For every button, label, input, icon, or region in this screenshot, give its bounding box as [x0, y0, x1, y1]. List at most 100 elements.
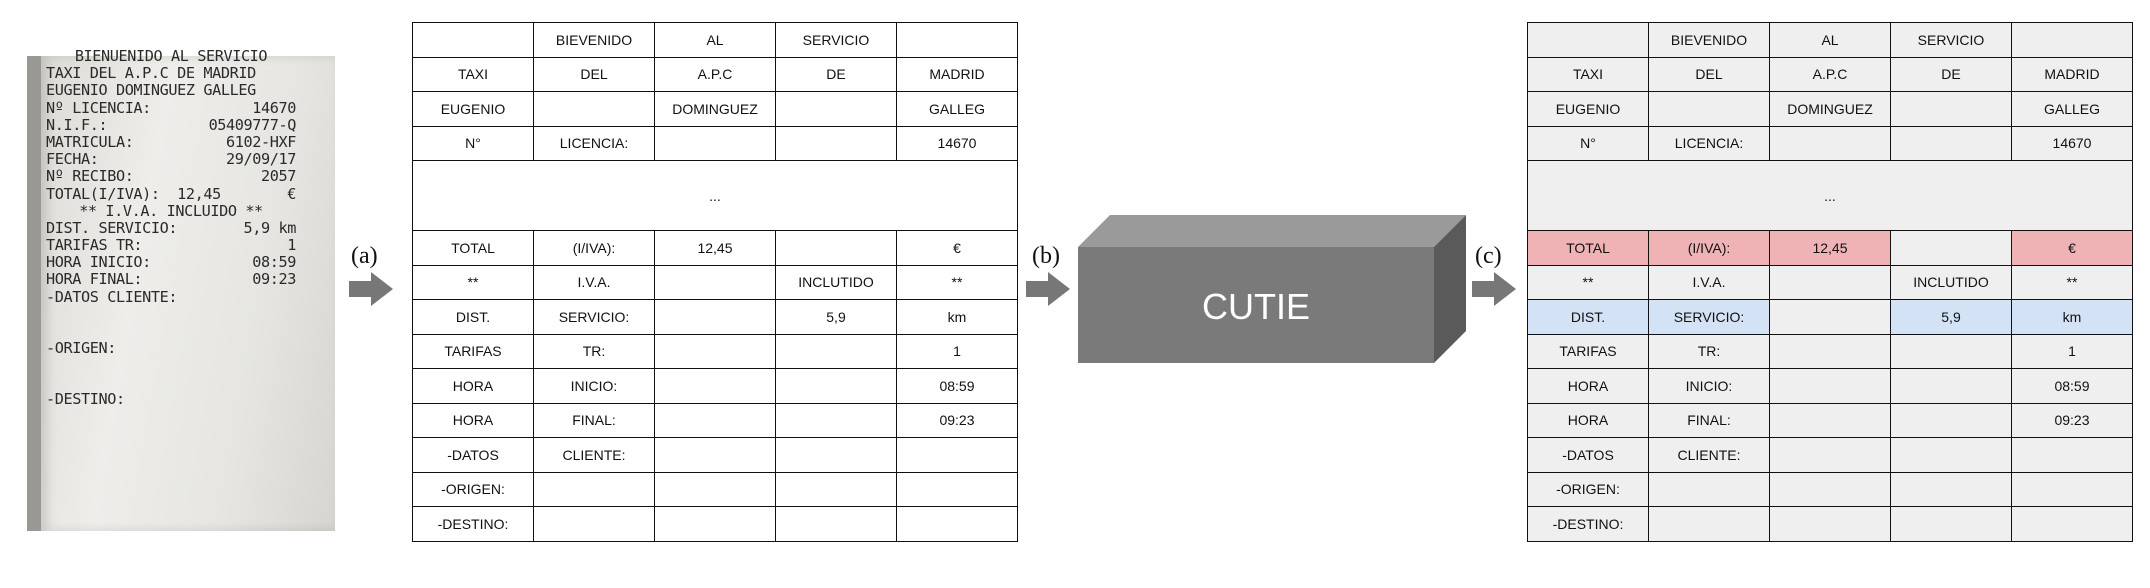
grid-cell	[1769, 333, 1891, 369]
grid-cell: FINAL:	[1648, 402, 1770, 438]
grid-cell	[1890, 471, 2012, 507]
cutie-model-box	[1078, 215, 1466, 363]
receipt-line-left: EUGENIO DOMINGUEZ GALLEG	[46, 81, 256, 100]
grid-cell: **	[1527, 264, 1649, 300]
receipt-line-left: TAXI DEL A.P.C DE MADRID	[46, 64, 256, 83]
grid-ellipsis-cell: ...	[412, 160, 1018, 231]
grid-cell: A.P.C	[654, 56, 776, 92]
grid-cell: €	[896, 230, 1018, 266]
receipt-line-right: 29/09/17	[226, 150, 296, 169]
grid-cell: AL	[1769, 22, 1891, 58]
grid-cell	[1890, 125, 2012, 161]
grid-cell	[2011, 506, 2133, 542]
grid-cell: INCLUTIDO	[1890, 264, 2012, 300]
grid-cell: HORA	[1527, 368, 1649, 404]
receipt-line-right: 14670	[252, 98, 296, 117]
grid-cell: 14670	[896, 125, 1018, 161]
grid-cell	[1890, 506, 2012, 542]
grid-cell	[1890, 333, 2012, 369]
grid-cell	[1769, 506, 1891, 542]
grid-cell: 08:59	[896, 368, 1018, 404]
grid-cell: -DESTINO:	[412, 506, 534, 542]
grid-cell	[775, 506, 897, 542]
grid-row: N°LICENCIA:14670	[1527, 125, 2133, 161]
receipt-line: DIST. SERVICIO:5,9 km	[46, 218, 297, 237]
receipt-line-left: -ORIGEN:	[46, 338, 116, 357]
grid-ellipsis-cell: ...	[1527, 160, 2133, 231]
receipt-line: HORA FINAL:09:23	[46, 271, 296, 288]
receipt-line: ** I.V.A. INCLUIDO **	[46, 201, 296, 220]
receipt-line: -DESTINO:	[46, 390, 296, 408]
grid-cell: BIEVENIDO	[1648, 22, 1770, 58]
grid-row: -ORIGEN:	[412, 471, 1018, 507]
grid-row: ...	[412, 160, 1018, 231]
grid-cell	[896, 471, 1018, 507]
grid-cell: A.P.C	[1769, 56, 1891, 92]
receipt-line-left: ** I.V.A. INCLUIDO **	[79, 201, 263, 220]
grid-cell	[775, 125, 897, 161]
grid-cell	[1527, 22, 1649, 58]
grid-cell: EUGENIO	[412, 91, 534, 127]
grid-cell: BIEVENIDO	[533, 22, 655, 58]
grid-cell: 1	[896, 333, 1018, 369]
grid-row: **I.V.A.INCLUTIDO**	[1527, 264, 2133, 300]
cutie-model-label: CUTIE	[1202, 286, 1310, 327]
grid-cell	[896, 437, 1018, 473]
grid-cell: MADRID	[2011, 56, 2133, 92]
receipt-line: EUGENIO DOMINGUEZ GALLEG	[46, 82, 296, 99]
grid-cell: -ORIGEN:	[1527, 471, 1649, 507]
grid-cell	[775, 368, 897, 404]
grid-row: -DESTINO:	[1527, 506, 2133, 542]
grid-cell: DEL	[1648, 56, 1770, 92]
grid-cell: 5,9	[1890, 299, 2012, 335]
grid-cell: GALLEG	[896, 91, 1018, 127]
grid-cell: DIST.	[1527, 299, 1649, 335]
grid-cell	[654, 368, 776, 404]
grid-cell: TAXI	[412, 56, 534, 92]
grid-cell: LICENCIA:	[1648, 125, 1770, 161]
receipt-line: N.I.F.:05409777-Q	[46, 115, 296, 134]
receipt-line-right: 2057	[261, 167, 296, 186]
grid-cell	[654, 437, 776, 473]
grid-cell	[533, 91, 655, 127]
label-b: (b)	[1032, 243, 1060, 269]
grid-cell	[2011, 471, 2133, 507]
receipt-line-left: FECHA:	[46, 150, 99, 169]
grid-cell: -DESTINO:	[1527, 506, 1649, 542]
receipt-line-right: 5,9 km	[243, 218, 297, 237]
grid-cell: (I/IVA):	[533, 230, 655, 266]
grid-cell: HORA	[1527, 402, 1649, 438]
grid-cell: HORA	[412, 402, 534, 438]
grid-row: -DESTINO:	[412, 506, 1018, 542]
grid-cell	[654, 471, 776, 507]
grid-cell: km	[896, 299, 1018, 335]
receipt-line: Nº LICENCIA:14670	[46, 98, 296, 117]
receipt-line-right: 08:59	[252, 253, 296, 272]
grid-cell: 08:59	[2011, 368, 2133, 404]
grid-cell: **	[2011, 264, 2133, 300]
receipt-line-left: N.I.F.:	[46, 115, 108, 134]
grid-cell: -DATOS	[1527, 437, 1649, 473]
grid-cell	[775, 471, 897, 507]
grid-row: -ORIGEN:	[1527, 471, 2133, 507]
grid-cell: TAXI	[1527, 56, 1649, 92]
receipt-line: FECHA: 29/09/17	[46, 150, 296, 169]
grid-cell	[533, 506, 655, 542]
receipt-line: TAXI DEL A.P.C DE MADRID	[46, 64, 296, 83]
grid-cell	[1769, 437, 1891, 473]
grid-cell: -DATOS	[412, 437, 534, 473]
grid-cell: I.V.A.	[1648, 264, 1770, 300]
receipt-line: BIENUENIDO AL SERVICIO	[46, 47, 296, 65]
receipt-line: TOTAL(I/IVA): 12,45€	[46, 185, 296, 203]
grid-cell	[654, 402, 776, 438]
arrow-c-icon	[1472, 272, 1516, 306]
grid-cell	[775, 402, 897, 438]
grid-cell	[775, 230, 897, 266]
